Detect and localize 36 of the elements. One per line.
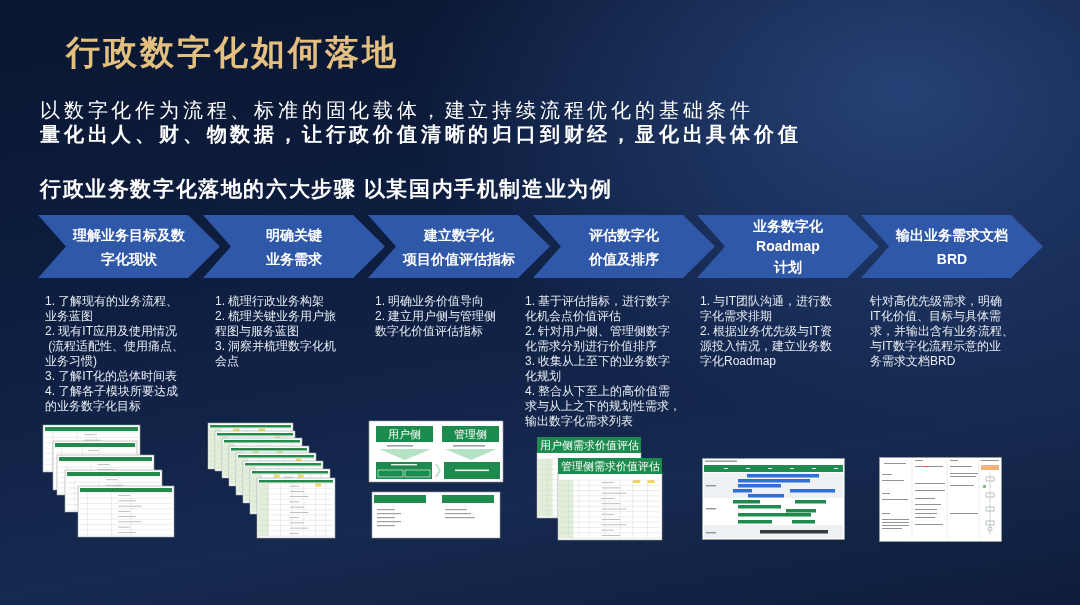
step-title: 输出业务需求文档BRD bbox=[896, 225, 1008, 269]
process-step bbox=[203, 215, 385, 278]
description-text: 4. 整合从下至上的高价值需求与从上之下的规划性需求，输出数字化需求列表 bbox=[525, 384, 682, 429]
description-text: 4. 了解各子模块所要达成的业务数字化目标 bbox=[45, 384, 180, 414]
subtitle-text: 量化出人、财、物数据，让行政价值清晰的归口到财经，显化出具体价值 bbox=[40, 122, 802, 147]
description-text: 1. 明确业务价值导向 bbox=[375, 294, 486, 309]
header-box: 用户侧 bbox=[376, 426, 433, 442]
description-text: 1. 梳理行政业务构架 bbox=[215, 294, 326, 309]
description-text: 1. 了解现有的业务流程、业务蓝图 bbox=[45, 294, 180, 324]
step-title: 理解业务目标及数字化现状 bbox=[73, 225, 185, 269]
section-heading: 行政业务数字化落地的六大步骤 以某国内手机制造业为例 bbox=[40, 176, 613, 202]
description-text: 1. 与IT团队沟通，进行数字化需求排期 bbox=[700, 294, 833, 324]
description-text: 2. 梳理关键业务用户旅程图与服务蓝图 bbox=[215, 309, 338, 339]
step-title: 明确关键业务需求 bbox=[266, 225, 322, 269]
title: 行政数字化如何落地 bbox=[66, 32, 399, 72]
step-title: 业务数字化Roadmap计划 bbox=[753, 216, 823, 277]
header-box: 管理侧 bbox=[442, 426, 499, 442]
subtitle-text: 以数字化作为流程、标准的固化载体，建立持续流程优化的基础条件 bbox=[40, 98, 754, 123]
description-text: 2. 现有IT应用及使用情况 (流程适配性、使用痛点、业务习惯) bbox=[45, 324, 185, 369]
process-step bbox=[368, 215, 550, 278]
description-text: 1. 基于评估指标，进行数字化机会点价值评估 bbox=[525, 294, 672, 324]
header-bar: 管理侧需求价值评估 bbox=[558, 458, 662, 474]
description-text: 针对高优先级需求，明确IT化价值、目标与具体需求，并输出含有业务流程、与IT数字化流程示意的业务需求文档BRD bbox=[870, 294, 1015, 369]
header-bar: 用户侧需求价值评估 bbox=[537, 437, 641, 453]
process-step bbox=[533, 215, 715, 278]
description-text: 2. 根据业务优先级与IT资源投入情况，建立业务数字化Roadmap bbox=[700, 324, 833, 369]
step-title: 建立数字化项目价值评估指标 bbox=[403, 225, 515, 269]
description-text: 3. 收集从上至下的业务数字化规划 bbox=[525, 354, 672, 384]
description-text: 3. 了解IT化的总体时间表 bbox=[45, 369, 178, 384]
description-text: 2. 建立用户侧与管理侧数字化价值评估指标 bbox=[375, 309, 498, 339]
process-step bbox=[861, 215, 1043, 278]
process-step bbox=[38, 215, 220, 278]
process-step bbox=[697, 215, 879, 278]
description-text: 2. 针对用户侧、管理侧数字化需求分别进行价值排序 bbox=[525, 324, 672, 354]
step-title: 评估数字化价值及排序 bbox=[589, 225, 659, 269]
description-text: 3. 洞察并梳理数字化机会点 bbox=[215, 339, 338, 369]
